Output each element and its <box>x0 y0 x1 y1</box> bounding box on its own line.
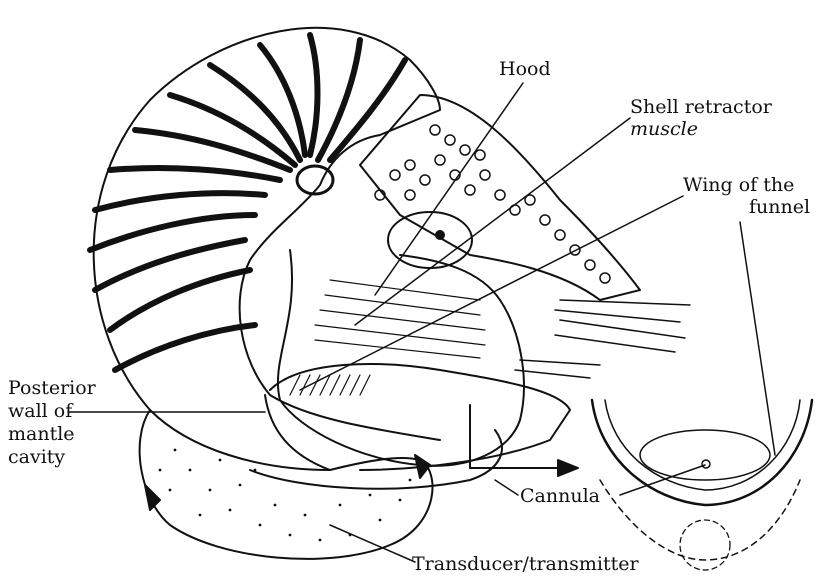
label-transducer: Transducer/transmitter <box>412 553 639 575</box>
leader-hood <box>375 83 523 295</box>
gills <box>290 375 370 395</box>
label-posterior-1: Posterior <box>8 377 96 399</box>
clamp-left <box>145 485 160 510</box>
funnel <box>270 364 570 470</box>
label-hood: Hood <box>499 58 551 80</box>
inset-cannula-tip <box>702 460 710 468</box>
label-shell-retractor-2: muscle <box>630 118 698 140</box>
leader-wing-inset <box>740 222 775 455</box>
transducer-blob <box>140 410 433 559</box>
eye-pupil <box>436 231 444 239</box>
label-posterior-4: cavity <box>8 446 65 468</box>
mantle-cavity-wall <box>265 395 330 470</box>
stipple <box>159 449 412 542</box>
label-cannula: Cannula <box>520 485 600 507</box>
clamp-right <box>415 455 430 478</box>
label-posterior-2: wall of <box>8 400 72 422</box>
label-wing-2: funnel <box>749 196 810 218</box>
inset-cavity <box>640 430 770 480</box>
tentacles <box>515 300 690 378</box>
shell-stripes <box>90 35 405 370</box>
leader-retractor <box>355 118 630 325</box>
inset-dashed-oval <box>680 520 730 570</box>
label-shell-retractor-1: Shell retractor <box>630 96 772 118</box>
label-wing-1: Wing of the <box>683 174 794 196</box>
leader-cannula-body <box>495 480 518 495</box>
label-posterior-3: mantle <box>8 423 75 445</box>
inset-arrowhead <box>558 460 578 476</box>
